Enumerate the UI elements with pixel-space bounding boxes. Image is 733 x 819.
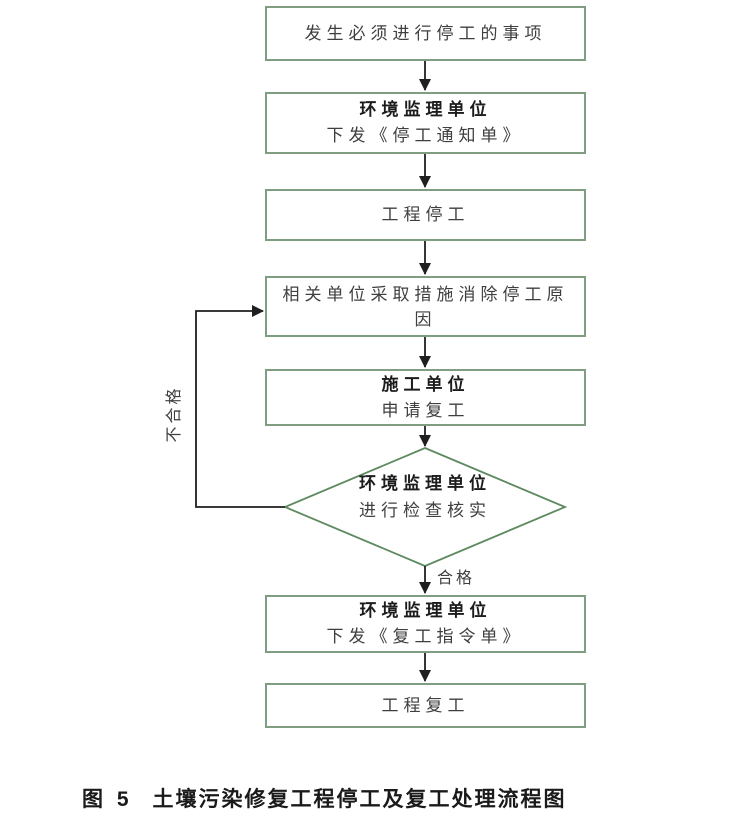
flow-node-project-resume: 工程复工 [265, 683, 586, 728]
figure-caption: 图 5 土壤污染修复工程停工及复工处理流程图 [82, 783, 567, 813]
flow-node-project-stop-label: 工程停工 [381, 205, 470, 224]
flow-node-resume-order-subtitle: 下发《复工指令单》 [326, 627, 525, 646]
flow-node-event: 发生必须进行停工的事项 [265, 6, 586, 61]
decision-diamond-label: 环境监理单位 进行检查核实 [295, 470, 555, 524]
flow-node-eliminate-cause-label: 相关单位采取措施消除停工原因 [282, 284, 569, 329]
flow-node-project-resume-label: 工程复工 [381, 695, 470, 715]
flow-node-eliminate-cause: 相关单位采取措施消除停工原因 [265, 276, 586, 337]
flow-node-project-stop: 工程停工 [265, 189, 586, 241]
flow-node-resume-order-title: 环境监理单位 [359, 601, 492, 620]
flow-node-apply-resume-subtitle: 申请复工 [381, 400, 470, 420]
flow-node-resume-order: 环境监理单位 下发《复工指令单》 [265, 595, 586, 653]
flow-node-apply-resume-title: 施工单位 [381, 374, 470, 394]
figure-caption-number: 图 5 [82, 788, 133, 811]
fail-loop-line [195, 305, 285, 508]
flow-node-apply-resume: 施工单位 申请复工 [265, 369, 586, 426]
flow-node-event-label: 发生必须进行停工的事项 [304, 23, 547, 43]
edge-label-pass: 合格 [437, 570, 476, 587]
flow-node-stop-notice-subtitle: 下发《停工通知单》 [326, 126, 525, 145]
decision-diamond-subtitle: 进行检查核实 [359, 501, 491, 520]
flow-node-stop-notice: 环境监理单位 下发《停工通知单》 [265, 92, 586, 154]
flow-node-stop-notice-title: 环境监理单位 [359, 100, 492, 119]
decision-diamond-title: 环境监理单位 [359, 474, 491, 493]
edge-label-fail: 不合格 [166, 385, 183, 443]
figure-caption-title: 土壤污染修复工程停工及复工处理流程图 [152, 788, 567, 811]
